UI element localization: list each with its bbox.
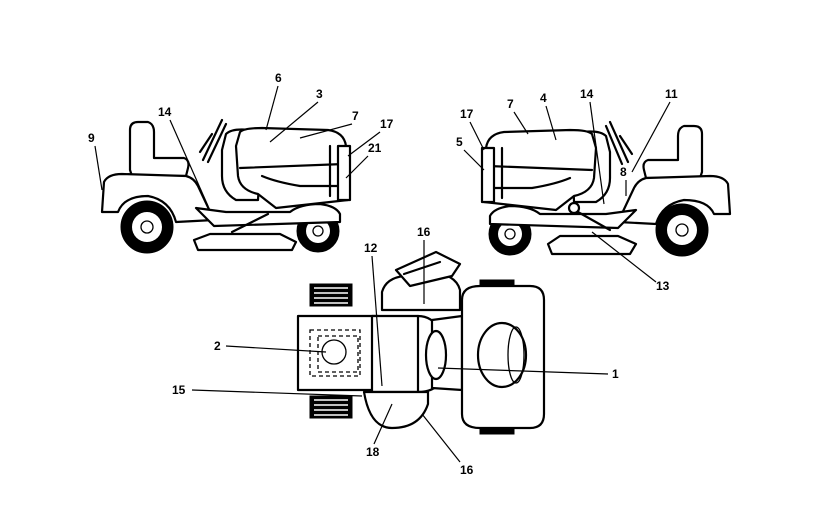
left-side-view-tractor (100, 118, 352, 254)
callout-label: 13 (656, 279, 670, 293)
top-view-rear-tire-lower (309, 395, 353, 419)
top-view-callouts: 16 12 2 1 15 18 16 (172, 225, 619, 477)
callout-label: 21 (368, 141, 382, 155)
left-view-steering-wheel (201, 118, 228, 164)
left-view-callouts: 9 14 6 3 7 17 21 (88, 71, 394, 207)
top-view-rear-fender (296, 314, 380, 392)
callout-label: 11 (665, 87, 678, 101)
top-view-discharge-chute (394, 250, 462, 288)
callout-label: 1 (612, 367, 619, 381)
top-view-lower-hub (362, 390, 430, 430)
callout-label: 4 (540, 91, 547, 105)
top-view-tractor (296, 250, 546, 435)
callout-label: 12 (364, 241, 378, 255)
right-side-view-tractor (480, 120, 732, 257)
top-view-hood-emblem (476, 321, 528, 389)
callout-label: 5 (456, 135, 463, 149)
left-view-hood (234, 126, 350, 210)
right-view-mower-deck (546, 234, 638, 256)
right-view-seat (642, 124, 704, 180)
left-view-rear-fender (100, 172, 216, 224)
callout-label: 17 (460, 107, 474, 121)
callout-label: 16 (460, 463, 474, 477)
callout-label: 6 (275, 71, 282, 85)
callout-label: 8 (620, 165, 627, 179)
callout-label: 9 (88, 131, 95, 145)
left-view-seat (128, 120, 190, 178)
callout-label: 15 (172, 383, 186, 397)
top-view-seat-outline (309, 329, 361, 377)
left-view-mower-deck (192, 232, 298, 252)
right-view-steering-wheel (604, 120, 630, 166)
callout-label: 18 (366, 445, 380, 459)
callout-label: 7 (352, 109, 359, 123)
callout-label: 14 (158, 105, 172, 119)
right-view-rear-fender (616, 174, 732, 226)
callout-label: 2 (214, 339, 221, 353)
top-view-rear-tire-upper (309, 283, 353, 307)
callout-label: 14 (580, 87, 594, 101)
right-view-callouts: 17 5 7 4 14 11 8 13 (456, 87, 678, 293)
callout-label: 7 (507, 97, 514, 111)
callout-label: 16 (417, 225, 431, 239)
callout-label: 17 (380, 117, 394, 131)
right-view-hood (482, 128, 598, 212)
callout-label: 3 (316, 87, 323, 101)
